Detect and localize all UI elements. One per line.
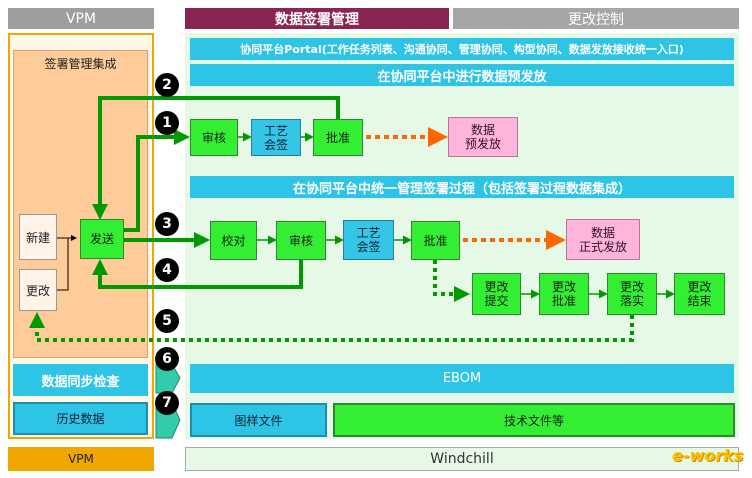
row2-data-official-release: 数据 正式发放	[566, 219, 640, 260]
row2-proofread: 校对	[210, 221, 257, 260]
signoff-integration-title: 签署管理集成	[44, 56, 117, 71]
new-box: 新建	[19, 214, 57, 260]
prerelease-bar: 在协同平台中进行数据预发放	[190, 64, 734, 86]
row2-review: 审核	[276, 221, 326, 260]
process-bar: 在协同平台中统一管理签署过程（包括签署过程数据集成）	[190, 176, 734, 198]
change-submit: 更改 提交	[472, 273, 521, 315]
header-change-control: 更改控制	[453, 8, 739, 29]
eworks-watermark: e-works	[672, 446, 744, 465]
tech-docs: 技术文件等	[333, 403, 735, 437]
step-1-marker: 1	[155, 111, 179, 135]
step-3-marker: 3	[155, 212, 179, 236]
portal-bar: 协同平台Portal(工作任务列表、沟通协同、管理协同、构型协同、数据发放接收统…	[190, 38, 734, 60]
drawing-files: 图样文件	[190, 403, 327, 437]
data-sync-check: 数据同步检查	[13, 364, 148, 396]
footer-vpm: VPM	[8, 447, 154, 471]
history-data: 历史数据	[13, 402, 148, 435]
row1-data-prerelease: 数据 预发放	[448, 117, 518, 157]
step-2-marker: 2	[155, 73, 179, 97]
step-4-marker: 4	[155, 258, 179, 282]
windchill-footer: Windchill	[185, 447, 739, 471]
step-6-marker: 6	[155, 347, 179, 371]
change-implement: 更改 落实	[607, 273, 657, 315]
row1-approve: 批准	[313, 119, 363, 156]
row1-review: 审核	[190, 119, 238, 156]
step-7-marker: 7	[155, 391, 179, 415]
row1-process-signoff: 工艺 会签	[251, 119, 301, 156]
row2-process-signoff: 工艺 会签	[343, 220, 394, 260]
header-vpm-top: VPM	[8, 8, 154, 29]
header-data-signoff-mgmt: 数据签署管理	[185, 8, 449, 29]
ebom-bar: EBOM	[190, 364, 734, 393]
step-5-marker: 5	[155, 309, 179, 333]
send-box: 发送	[80, 219, 124, 259]
change-close: 更改 结束	[674, 273, 725, 315]
change-approve: 更改 批准	[539, 273, 589, 315]
change-box: 更改	[19, 269, 57, 311]
